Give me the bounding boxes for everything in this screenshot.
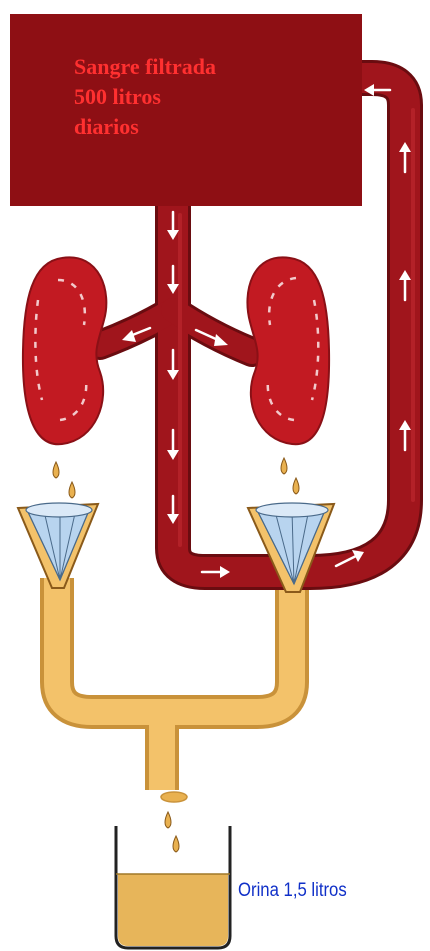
right-kidney-icon	[247, 257, 329, 444]
urine-volume-label: Orina 1,5 litros	[238, 880, 347, 902]
filtered-blood-title: Sangre filtrada 500 litros diarios	[74, 52, 344, 142]
urine-collecting-tubes	[57, 578, 292, 802]
blood-title-line-2: 500 litros	[74, 82, 344, 112]
left-filter-funnel-icon	[18, 503, 98, 588]
left-kidney-icon	[23, 257, 106, 444]
blood-title-line-3: diarios	[74, 112, 344, 142]
blood-title-line-1: Sangre filtrada	[74, 52, 344, 82]
